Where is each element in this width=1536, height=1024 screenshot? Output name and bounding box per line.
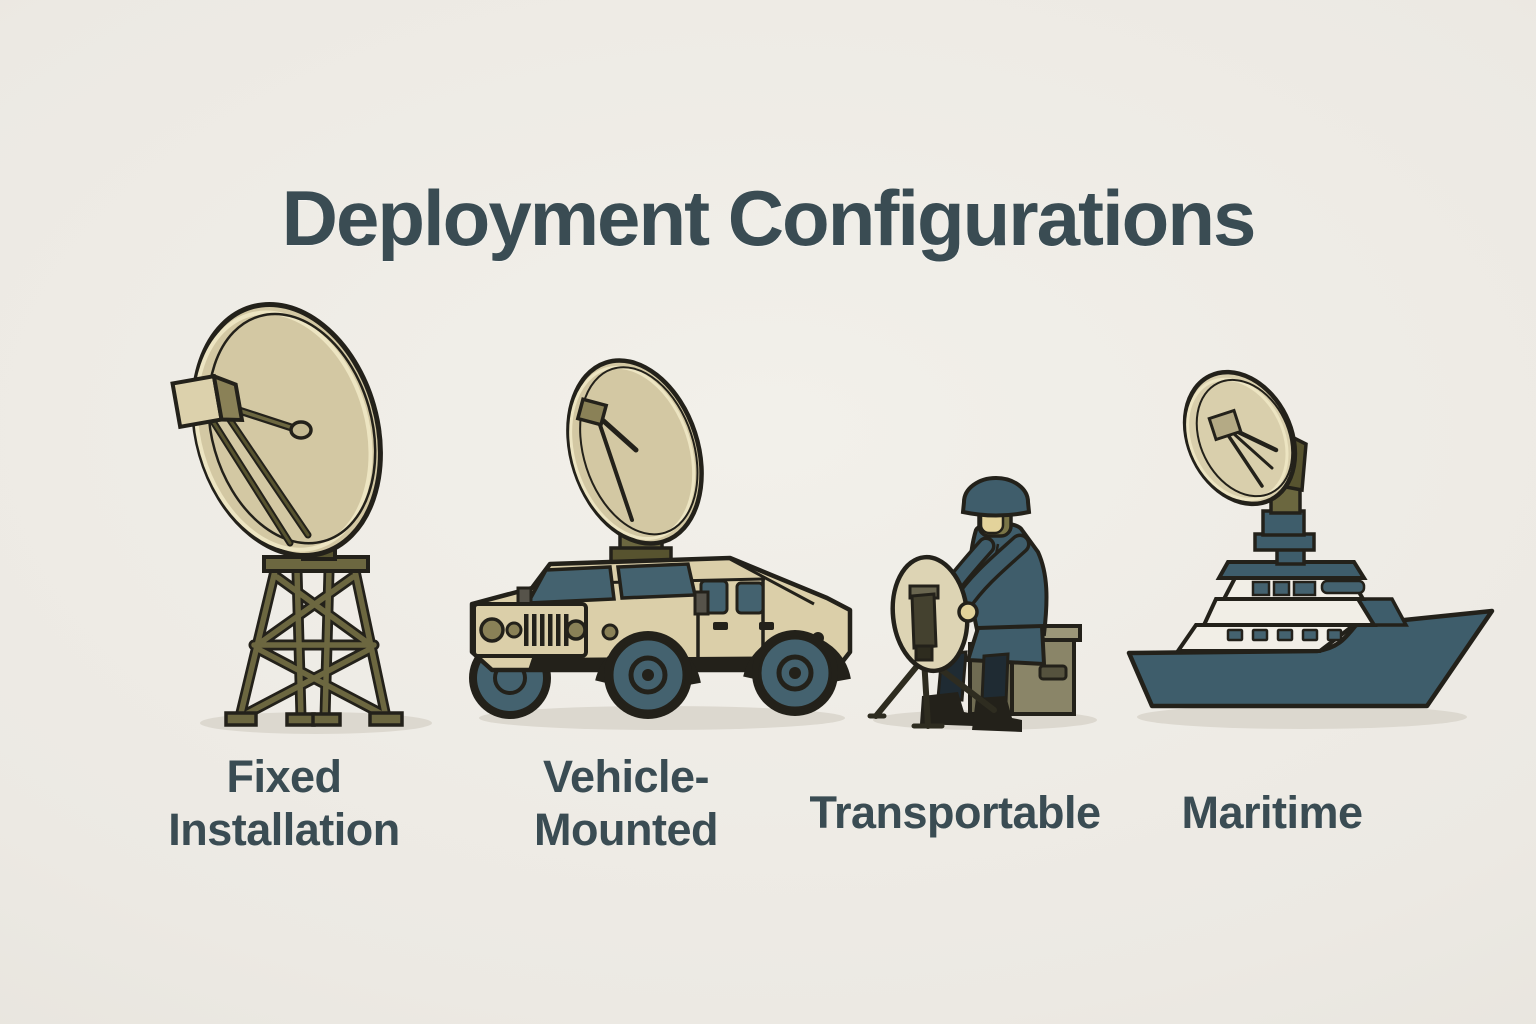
figure-transportable [858,468,1106,744]
door-window-rear [735,581,765,615]
helmet-icon [960,476,1032,518]
figure-maritime [1122,368,1514,744]
label-transportable: Transportable [735,786,1175,839]
satellite-dish-tower-icon [170,301,432,734]
ground-shadow [479,706,845,730]
ship-icon [1126,423,1495,709]
wheel-front [604,631,692,719]
label-line: Vehicle- [542,751,710,802]
grille [472,602,619,658]
door-handle-front [713,622,728,630]
label-line: Maritime [1181,787,1363,838]
soldier-hand [957,601,979,623]
dish-icon [170,301,383,559]
bridge-platform [1215,560,1368,580]
windshield-left [524,565,616,605]
soldier-shin-right [980,652,1010,704]
label-vehicle-mounted: Vehicle- Mounted [406,750,846,856]
figure-fixed-installation [170,293,440,745]
label-line: Mounted [534,804,718,855]
windshield-right [616,562,698,600]
porthole-windows [1226,628,1343,642]
wheel-rear [752,630,838,716]
boot-left [920,692,974,726]
deck-band-mid [1200,597,1378,627]
dish-pedestal [1253,509,1316,566]
truss-tower-icon [224,555,404,727]
dish-mount-clamp [908,584,940,662]
feed-tip [289,420,313,440]
door-handle-rear [759,622,774,630]
satellite-dish-humvee-icon [469,358,853,730]
label-line: Fixed [226,751,342,802]
figure-vehicle-mounted [462,352,854,744]
dish-icon [566,358,704,546]
label-maritime: Maritime [1052,786,1492,839]
feed-box [575,397,609,427]
humvee-icon [469,555,853,719]
ship-satellite-dish-icon [1126,369,1495,729]
page-title: Deployment Configurations [281,174,1257,263]
dish-icon [1182,369,1298,507]
label-line: Transportable [809,787,1101,838]
label-line: Installation [168,804,400,855]
feed-box [170,373,245,430]
label-fixed-installation: Fixed Installation [64,750,504,856]
soldier-icon [920,476,1049,732]
operator-portable-dish-icon [867,476,1097,732]
ground-shadow [1137,705,1467,729]
bridge-windows [1251,579,1366,597]
soldier-head [960,476,1032,538]
door-mirror-box [693,590,710,616]
feed-box [1207,408,1243,442]
